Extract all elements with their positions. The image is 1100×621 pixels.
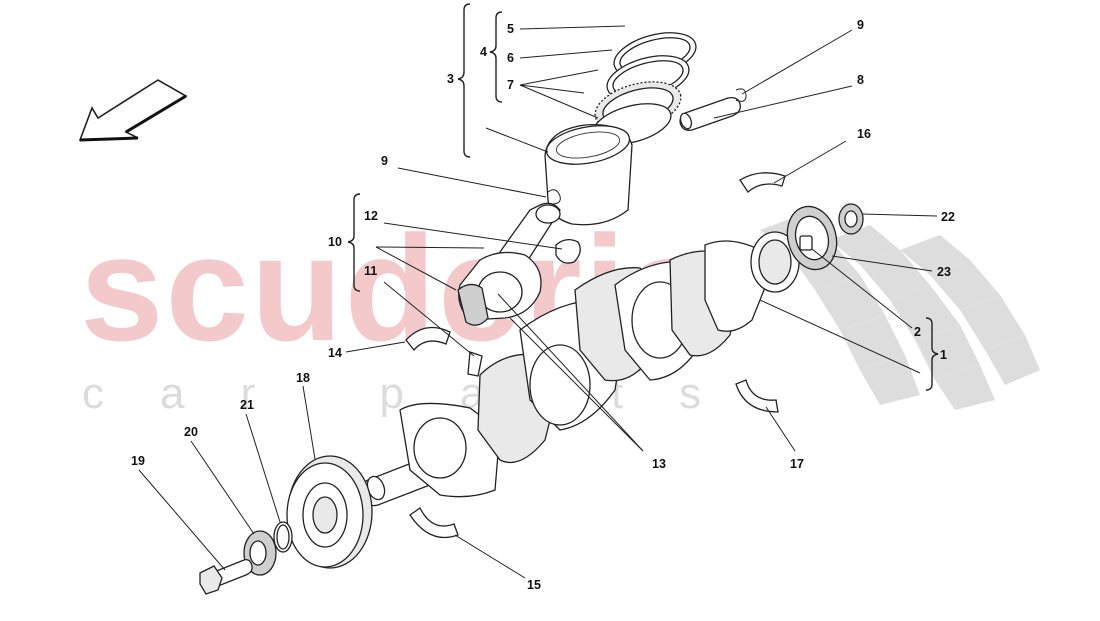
bracket-group-4 (489, 11, 503, 103)
watermark-checker-flag (760, 215, 1040, 410)
leader-lines (138, 25, 938, 579)
callout-13: 13 (652, 457, 666, 471)
callout-3: 3 (447, 72, 454, 86)
callout-19: 19 (131, 454, 145, 468)
bracket-group-3 (457, 3, 471, 158)
callout-18: 18 (296, 371, 310, 385)
o-ring (273, 521, 293, 553)
callout-9-rod-clip: 9 (381, 154, 388, 168)
circlip (547, 88, 747, 205)
callout-9-pin-clip: 9 (857, 18, 864, 32)
callout-7: 7 (507, 78, 514, 92)
connecting-rod (457, 202, 581, 326)
callout-14: 14 (328, 346, 342, 360)
thrust-washer-lower (735, 379, 779, 413)
callout-22: 22 (941, 210, 955, 224)
callout-4: 4 (480, 45, 487, 59)
piston-rings (592, 32, 697, 145)
callout-2: 2 (914, 325, 921, 339)
main-bearing-shell-upper (405, 326, 451, 352)
callout-8: 8 (857, 73, 864, 87)
callout-labels: 1 2 3 4 5 6 7 8 9 9 10 11 12 13 14 15 16… (131, 18, 955, 592)
arrow-down-left-icon (78, 79, 188, 142)
callout-16: 16 (857, 127, 871, 141)
callout-23: 23 (937, 265, 951, 279)
piston (544, 124, 633, 226)
callout-21: 21 (240, 398, 254, 412)
callout-1: 1 (940, 348, 947, 362)
callout-12: 12 (364, 209, 378, 223)
thrust-washer-upper (739, 172, 786, 193)
bracket-group-10 (347, 193, 361, 292)
dowel-pin (799, 235, 813, 251)
bearing-ball (838, 203, 864, 235)
callout-5: 5 (507, 22, 514, 36)
callout-10: 10 (328, 235, 342, 249)
main-bearing-shell-lower (409, 507, 459, 539)
crank-pulley (286, 455, 373, 569)
pulley-bolt (199, 558, 253, 595)
callout-11: 11 (364, 264, 377, 278)
callout-15: 15 (527, 578, 541, 592)
callout-17: 17 (790, 457, 804, 471)
crankshaft (360, 231, 800, 507)
piston-pin (679, 96, 741, 131)
bracket-group-1 (925, 317, 939, 391)
callout-6: 6 (507, 51, 514, 65)
callout-20: 20 (184, 425, 198, 439)
small-bolt (467, 351, 483, 377)
